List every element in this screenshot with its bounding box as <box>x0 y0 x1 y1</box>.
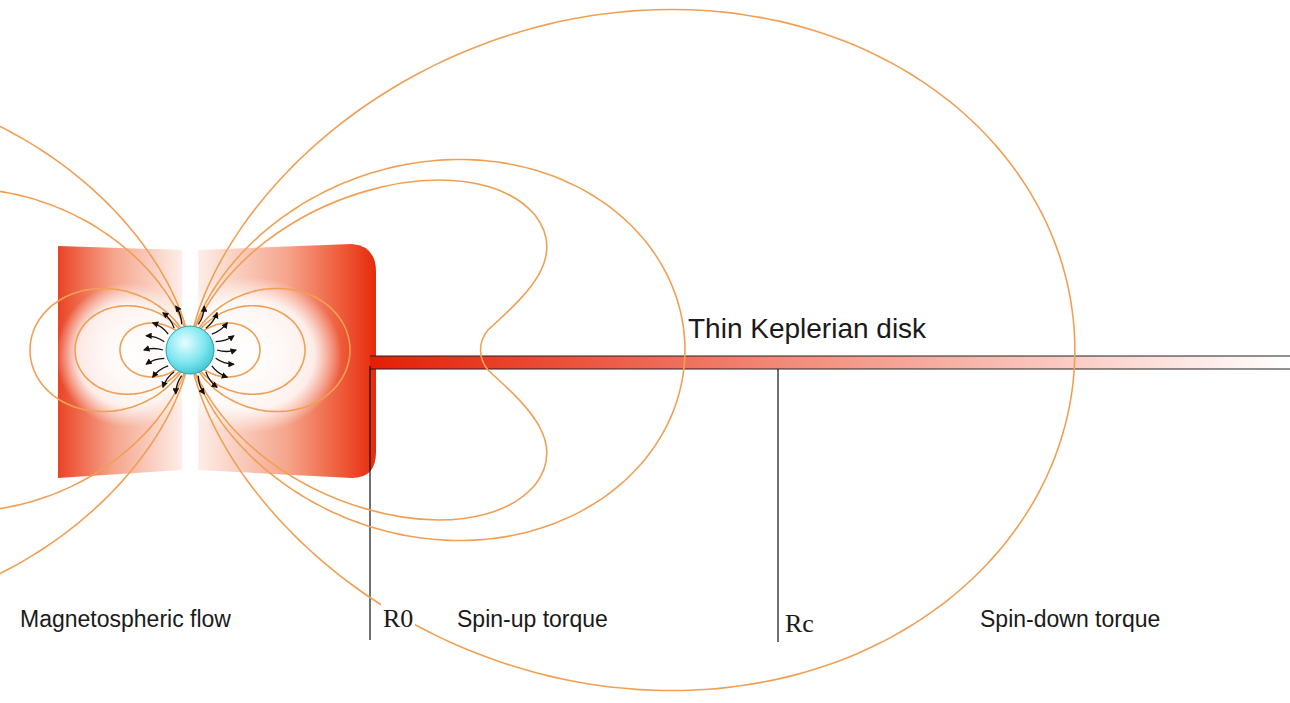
disk-label: Thin Keplerian disk <box>686 312 928 346</box>
field-arrow <box>146 336 164 342</box>
field-arrow <box>144 349 163 351</box>
radius-label: R0 <box>381 603 415 634</box>
neutron-star <box>166 326 214 374</box>
field-arrow <box>198 376 204 394</box>
field-arrow <box>206 372 217 387</box>
field-arrow <box>176 376 182 394</box>
torque-label: Spin-up torque <box>455 606 610 634</box>
field-arrow <box>217 350 236 352</box>
field-arrow <box>163 313 174 328</box>
field-line <box>30 288 181 411</box>
field-line <box>194 9 1075 690</box>
field-lines <box>0 9 1075 690</box>
field-line <box>75 306 179 395</box>
field-arrow <box>146 358 164 364</box>
field-arrow <box>212 366 227 377</box>
field-line <box>0 81 186 620</box>
field-line <box>196 180 547 520</box>
field-line <box>0 188 184 511</box>
field-arrows <box>144 306 236 393</box>
radius-marker <box>369 366 370 640</box>
field-arrow <box>212 323 227 334</box>
field-line <box>195 160 685 541</box>
field-line <box>199 288 350 411</box>
disk-edge <box>370 356 1290 357</box>
radius-label: Rc <box>783 608 816 639</box>
field-arrow <box>176 306 182 324</box>
accretion-disk <box>370 356 1290 369</box>
field-arrow <box>153 323 168 334</box>
field-arrow <box>163 372 174 387</box>
region-label: Magnetospheric flow <box>18 606 233 634</box>
magnetosphere-inner <box>158 277 342 433</box>
field-arrow <box>216 336 234 342</box>
field-line <box>201 306 305 395</box>
field-arrow <box>153 366 168 377</box>
radius-marker <box>777 369 778 642</box>
disk-edge <box>370 369 1290 370</box>
field-arrow <box>198 306 204 324</box>
field-arrow <box>216 358 234 364</box>
field-arrow <box>206 313 217 328</box>
torque-label: Spin-down torque <box>978 606 1162 634</box>
